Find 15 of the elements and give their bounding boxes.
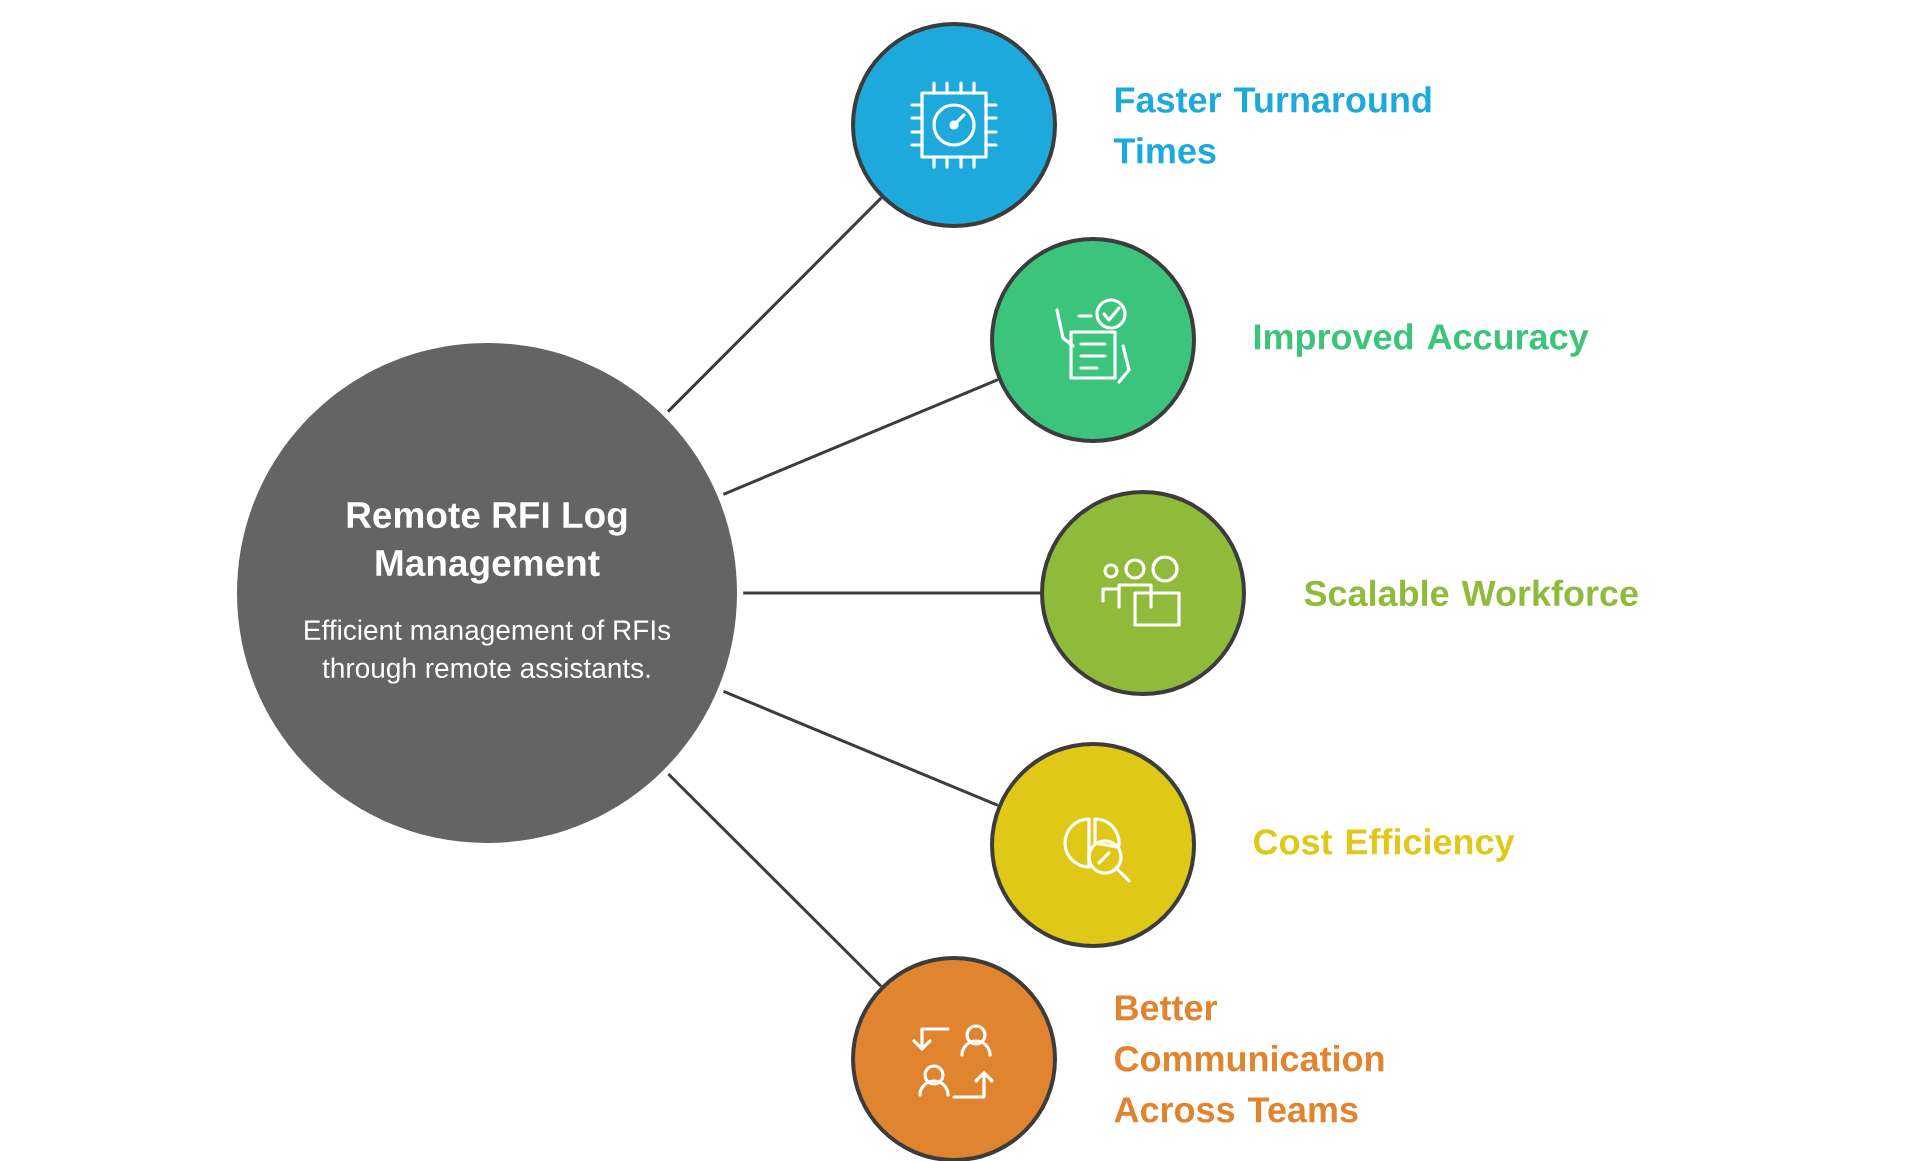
connector-line <box>722 378 999 496</box>
benefit-label: Cost Efficiency <box>1254 828 1515 862</box>
benefit-label: Better Communication Across Teams <box>1114 995 1384 1123</box>
connector-line <box>723 689 999 807</box>
icon-circle <box>1040 490 1246 696</box>
benefit-label: Improved Accuracy <box>1254 323 1589 357</box>
icon-circle <box>851 956 1057 1161</box>
connector-line <box>666 196 883 413</box>
benefit-label: Faster Turnaround Times <box>1113 86 1431 164</box>
icon-circle <box>851 22 1057 228</box>
icon-circle <box>990 237 1196 443</box>
benefit-label: Scalable Workforce <box>1304 579 1638 607</box>
connector-line <box>743 591 1040 595</box>
icon-circle <box>990 742 1196 948</box>
connector-line <box>667 772 883 988</box>
